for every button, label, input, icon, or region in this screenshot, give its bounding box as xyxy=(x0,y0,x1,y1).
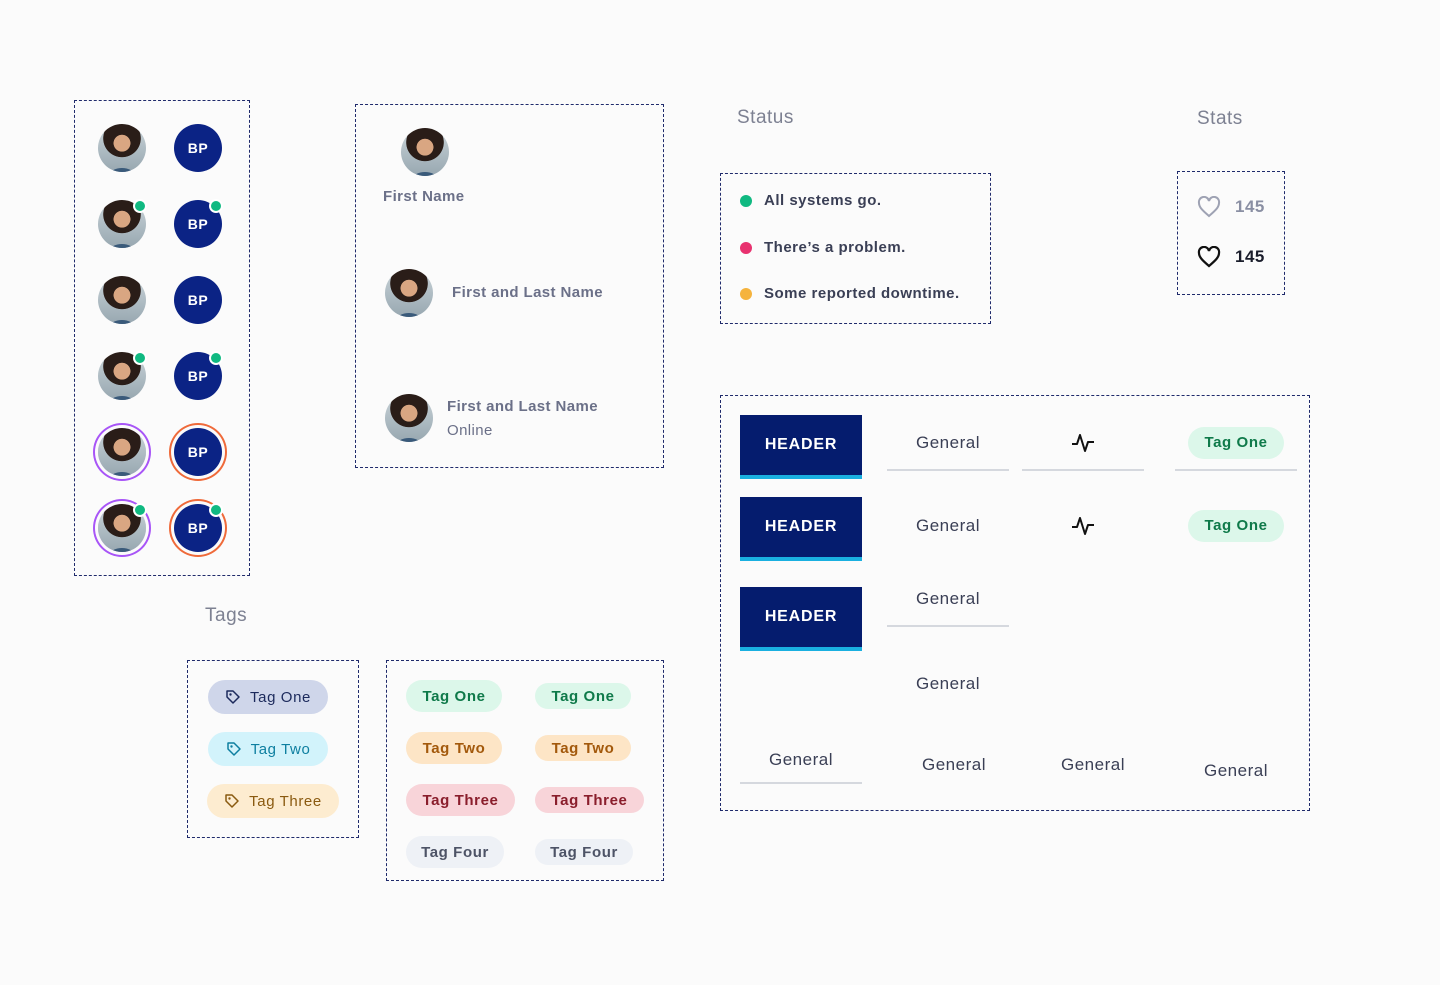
tag-label: Tag Two xyxy=(250,740,311,758)
table-cell-general: General xyxy=(887,416,1009,471)
status-label: There’s a problem. xyxy=(764,239,906,256)
tag-chip[interactable]: Tag One xyxy=(1188,509,1284,542)
icon-tags-panel xyxy=(187,660,359,838)
online-indicator xyxy=(133,351,147,365)
table-cell-general: General xyxy=(922,754,986,774)
table-cell-activity[interactable] xyxy=(1022,416,1144,471)
tag-two-chip[interactable]: Tag Two xyxy=(406,732,502,764)
online-indicator xyxy=(209,351,223,365)
heart-outline-icon xyxy=(1197,196,1235,218)
tag-two-chip-small[interactable]: Tag Two xyxy=(535,735,631,761)
avatar[interactable] xyxy=(385,394,433,442)
status-label: All systems go. xyxy=(764,192,882,209)
table-cell-general: General xyxy=(916,673,980,693)
avatar[interactable] xyxy=(401,128,449,176)
table-cells-panel xyxy=(720,395,1310,811)
avatar-story-ring[interactable] xyxy=(98,428,146,476)
tag-icon xyxy=(225,689,241,705)
tag-three-chip[interactable]: Tag Three xyxy=(406,784,515,816)
table-header-cell: HEADER xyxy=(740,415,862,479)
full-name-label: First and Last Name xyxy=(447,398,598,415)
table-cell-general: General xyxy=(1061,754,1125,774)
avatar-initials-story-ring[interactable]: BP xyxy=(174,428,222,476)
status-panel xyxy=(720,173,991,324)
status-item-downtime: Some reported downtime. xyxy=(740,285,960,302)
color-tags-panel xyxy=(386,660,664,881)
avatar[interactable] xyxy=(98,124,146,172)
tag-two-chip[interactable]: Tag Two xyxy=(208,732,328,766)
status-label: Some reported downtime. xyxy=(764,285,960,302)
activity-icon xyxy=(1071,515,1095,537)
status-dot-yellow xyxy=(740,287,752,300)
tag-icon xyxy=(224,793,240,809)
avatar-initials[interactable]: BP xyxy=(174,276,222,324)
table-cell-general: General xyxy=(916,515,980,535)
status-dot-green xyxy=(740,194,752,207)
tag-label: Tag One xyxy=(250,688,311,706)
table-cell-general: General xyxy=(1204,760,1268,780)
table-cell-general: General xyxy=(740,737,862,784)
like-count: 145 xyxy=(1235,197,1265,216)
tag-one-chip[interactable]: Tag One xyxy=(406,680,502,712)
like-stat-outline[interactable]: 145 xyxy=(1197,196,1265,218)
online-indicator xyxy=(133,199,147,213)
tag-four-chip-small[interactable]: Tag Four xyxy=(535,839,633,865)
tag-label: Tag Three xyxy=(249,792,322,810)
status-section-title: Status xyxy=(737,107,794,128)
like-count: 145 xyxy=(1235,247,1265,266)
tag-three-chip-small[interactable]: Tag Three xyxy=(535,787,644,813)
avatar[interactable] xyxy=(98,276,146,324)
tag-four-chip[interactable]: Tag Four xyxy=(406,836,504,868)
table-header-cell: HEADER xyxy=(740,497,862,561)
tag-one-chip[interactable]: Tag One xyxy=(208,680,328,714)
avatar-variants-panel xyxy=(74,100,250,576)
avatar[interactable] xyxy=(385,269,433,317)
first-name-label: First Name xyxy=(383,188,465,205)
activity-icon xyxy=(1071,432,1095,454)
tags-section-title: Tags xyxy=(205,605,248,626)
table-cell-general: General xyxy=(887,572,1009,627)
online-indicator xyxy=(209,503,223,517)
full-name-label: First and Last Name xyxy=(452,284,603,301)
status-item-ok: All systems go. xyxy=(740,192,882,209)
status-item-problem: There’s a problem. xyxy=(740,239,906,256)
like-stat-active[interactable]: 145 xyxy=(1197,246,1265,268)
table-cell-tag: Tag One xyxy=(1175,416,1297,471)
avatar-initials[interactable]: BP xyxy=(174,124,222,172)
online-status-label: Online xyxy=(447,422,493,439)
tag-three-chip[interactable]: Tag Three xyxy=(207,784,339,818)
table-header-cell: HEADER xyxy=(740,587,862,651)
online-indicator xyxy=(133,503,147,517)
heart-icon xyxy=(1197,246,1235,268)
online-indicator xyxy=(209,199,223,213)
tag-icon xyxy=(226,741,242,757)
table-cell-tag: Tag One xyxy=(1175,498,1297,553)
avatar-name-panel xyxy=(355,104,664,468)
tag-one-chip-small[interactable]: Tag One xyxy=(535,683,631,709)
stats-section-title: Stats xyxy=(1197,108,1243,129)
stats-panel xyxy=(1177,171,1285,295)
tag-chip[interactable]: Tag One xyxy=(1188,426,1284,459)
status-dot-pink xyxy=(740,241,752,254)
table-cell-activity[interactable] xyxy=(1022,498,1144,553)
